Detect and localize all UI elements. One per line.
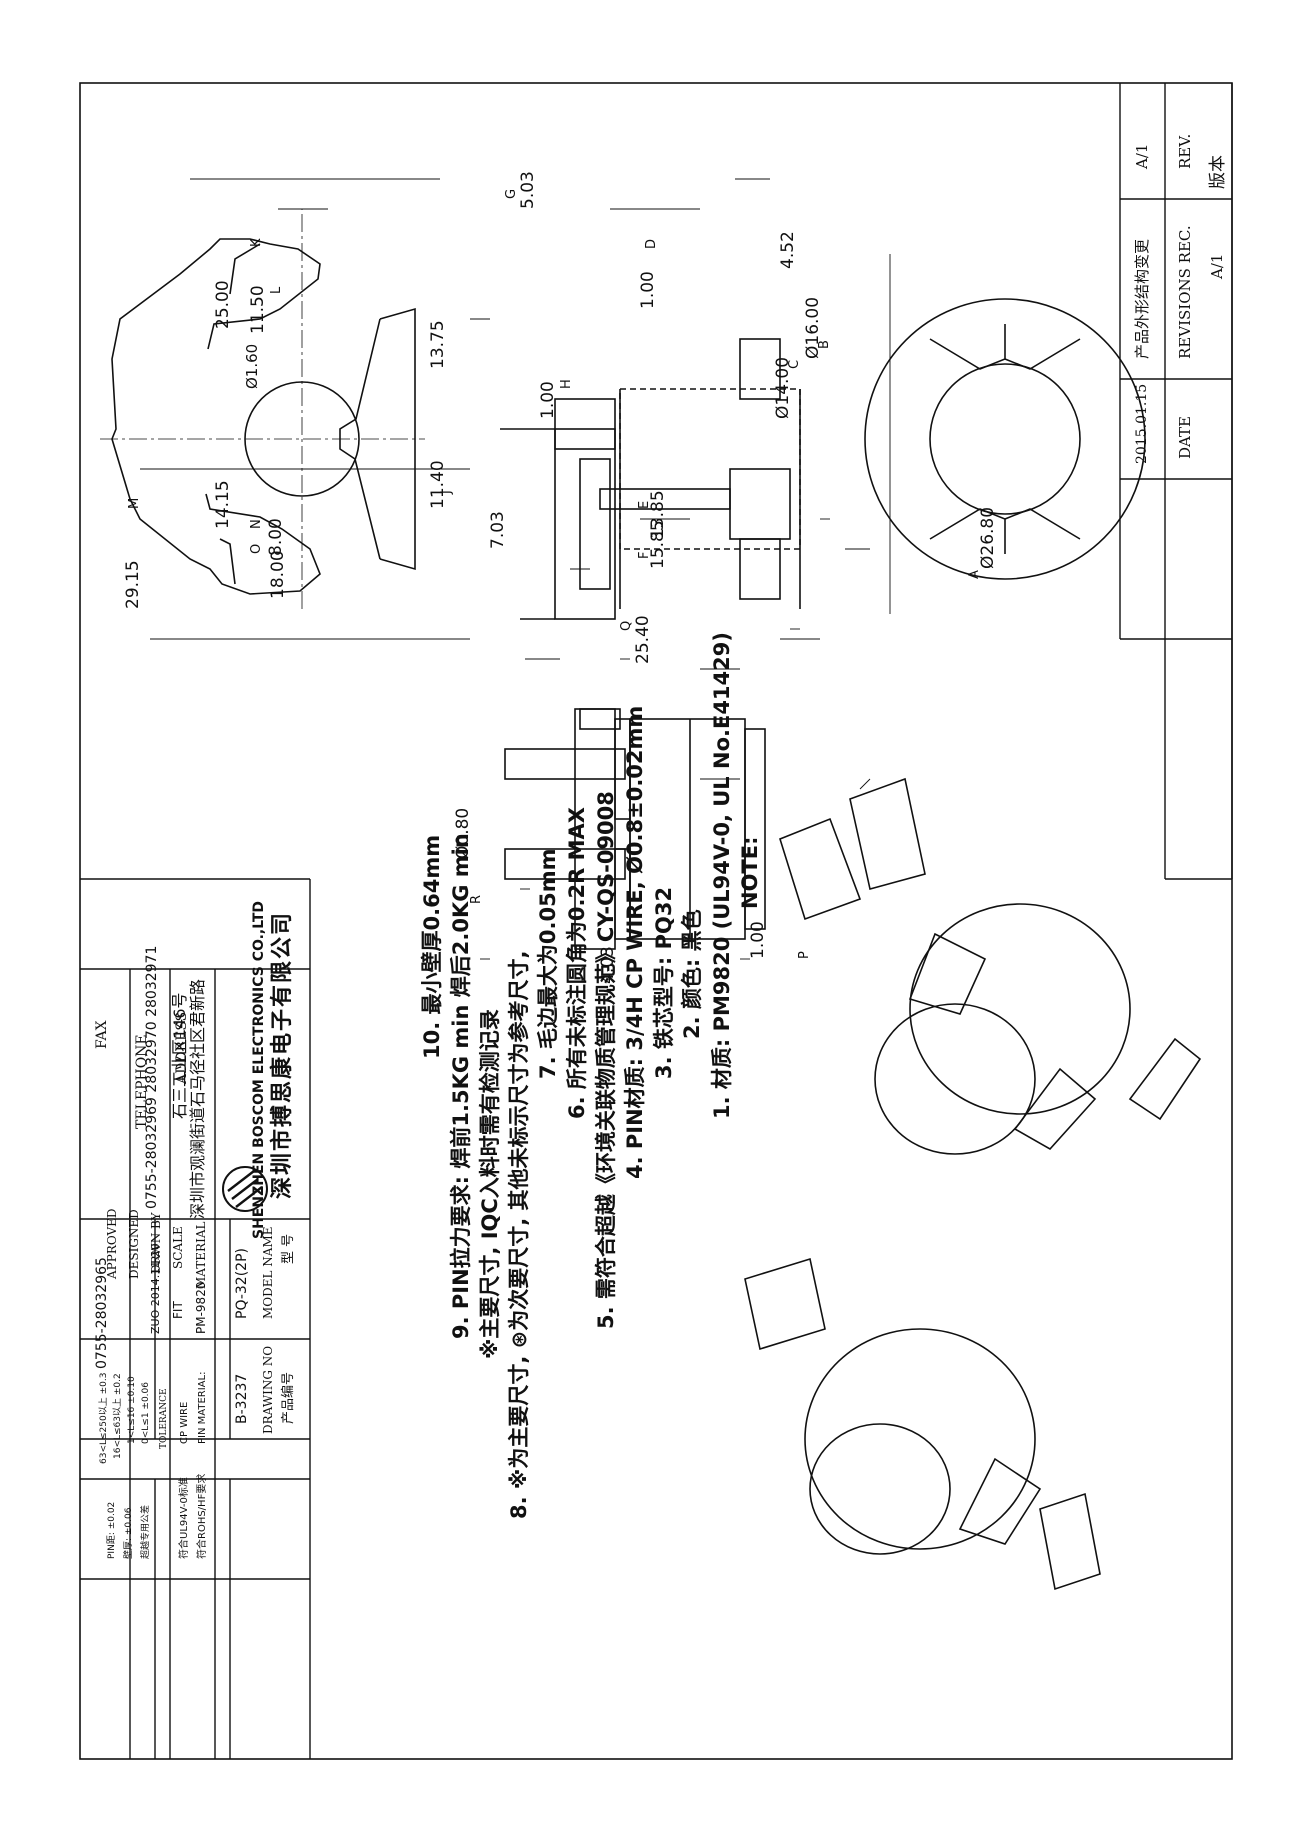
tolerance-row-4: 63<L≤250以上 ±0.3 [99,1372,109,1464]
bottom-view-outline [504,708,766,950]
rohs-compliance: 符合ROHS/HF要求 [197,1473,208,1559]
dim-f-length: 15.85 [648,520,668,569]
balloon-b: B [817,340,832,349]
dim-o-base: 18.00 [268,550,288,599]
address-line-2: 石三工业区146号 [170,992,189,1119]
rev-entry: A/1 [1133,143,1151,169]
dim-a-diameter: Ø26.80 [978,506,998,569]
pin-material-value: CP WIRE [179,1401,190,1444]
isometric-view-2 [744,1257,1101,1591]
balloon-c: C [787,359,802,369]
drawn-by-value: ZUO 2014.11.20 [149,1243,162,1334]
balloon-g: G [504,188,519,199]
balloon-m: M [127,497,142,509]
dim-h-wall: 1.00 [538,381,558,419]
material-value: PM-9820 [194,1281,208,1334]
tolerance-extra-2: 壁厚: ±0.06 [124,1507,134,1559]
dim-l-slot: 11.50 [248,285,268,334]
balloon-o: O [249,543,264,554]
balloon-f: F [637,551,652,559]
balloon-j: J [439,490,454,494]
sheet-border [79,82,1233,1760]
balloon-k: K [249,238,264,247]
note-3: 3. 铁芯型号: PQ32 [652,886,676,1079]
pin-material-label: PIN MATERIAL: [197,1371,208,1444]
side-view-outline [500,338,801,620]
dim-core-width: 14.15 [213,480,233,529]
designed-label: DESIGNED [127,1209,141,1279]
dim-p-length: 1.00 [748,921,768,959]
address-line-1: 深圳市观澜街道石马径社区君新路 [188,978,207,1219]
balloon-l: L [269,286,284,294]
isometric-view-1 [779,777,1202,1155]
revision-date: 2015.01.15 [1134,383,1150,464]
company-logo [222,1166,268,1212]
date-label: DATE [1176,416,1194,459]
revision-description: 产品外形结构变更 [1133,238,1151,359]
rev-label: REV. [1176,133,1194,169]
drawing-number: B-3237 [234,1373,250,1424]
balloon-d: D [644,238,659,249]
note-8b: ※主要尺寸, IQC入料时需有检测记录 [478,1009,502,1359]
dim-d-wall: 1.00 [638,271,658,309]
balloon-h: H [559,379,574,389]
balloon-e: E [637,500,652,509]
dim-b-diameter: Ø16.00 [803,296,823,359]
dim-hole-dia: Ø1.60 [243,343,261,389]
version-value: A/1 [1208,253,1226,279]
revisions-label: REVISIONS REC. [1176,225,1194,359]
balloon-p: P [797,951,812,959]
tolerance-row-1: 0<L≤1 ±0.06 [141,1382,151,1444]
drawing-label: DRAWING NO [261,1345,275,1434]
notes-heading: NOTE: [738,836,762,910]
model-label: MODEL NAME [261,1226,275,1319]
ul-compliance: 符合UL94V-0标准 [179,1477,190,1559]
note-5: 5. 需符合超越《环境关联物质管理规范》CY-QS-09008 [594,791,618,1329]
model-cn-label: 型 号 [281,1233,296,1264]
rear-inner-circle [929,363,1081,515]
note-4: 4. PIN材质: 3/4H CP WIRE, Ø0.8±0.02mm [623,705,647,1179]
company-name-en: SHENZHEN BOSCOM ELECTRONICS CO.,LTD [251,901,267,1239]
tolerance-label: TOLERANCE [159,1388,169,1449]
dim-g-length: 5.03 [518,171,538,209]
dim-q-length: 25.40 [633,615,653,664]
material-label: MATERIAL [194,1221,208,1289]
dim-m-height: 29.15 [123,560,143,609]
balloon-q: Q [619,620,634,631]
dim-k-width: 25.00 [213,280,233,329]
note-1: 1. 材质: PM9820 (UL94V-0, UL No.E41429) [710,632,734,1119]
balloon-n: N [249,519,264,529]
tolerance-row-3: 16<L≤63以上 ±0.2 [113,1373,123,1459]
scale-value: FIT [171,1301,185,1319]
version-cn-label: 版本 [1208,155,1228,189]
balloon-a: A [967,570,982,579]
tolerance-extra-1: 超越专用公差 [141,1504,151,1559]
approved-label: APPROVED [105,1208,119,1279]
telephone-numbers: 0755-28032969 28032970 28032971 [144,945,160,1209]
note-6: 6. 所有未标注圆角为0.2R MAX [565,807,589,1119]
tolerance-row-2: 1<L≤16 ±0.10 [127,1376,137,1444]
dim-flange-height: 13.75 [428,320,448,369]
note-2: 2. 颜色: 黑色 [680,909,704,1039]
scale-label: SCALE [171,1226,185,1269]
dim-j-height: 11.40 [428,460,448,509]
dim-offset: 7.03 [488,511,508,549]
note-9: 9. PIN拉力要求: 焊前1.5KG min 焊后2.0KG min [449,833,473,1339]
note-7: 7. 毛边最大为0.05mm [536,848,560,1079]
note-10: 10. 最小壁厚0.64mm [420,834,444,1059]
dim-c-length: 4.52 [778,231,798,269]
fax-label: FAX [94,1020,110,1049]
title-block-lines [80,83,1233,1759]
tolerance-extra-3: PIN距: ±0.02 [107,1501,117,1559]
rear-outer-circle [864,298,1146,580]
rear-view-outline [864,298,1146,580]
model-value: PQ-32(2P) [234,1248,250,1319]
drawing-cn-label: 产品编号 [281,1371,296,1424]
note-8: 8. ※为主要尺寸, ⊛为次要尺寸, 其他未标示尺寸为参考尺寸, [507,950,531,1519]
company-name-cn: 深圳市搏思康电子有限公司 [270,910,295,1199]
